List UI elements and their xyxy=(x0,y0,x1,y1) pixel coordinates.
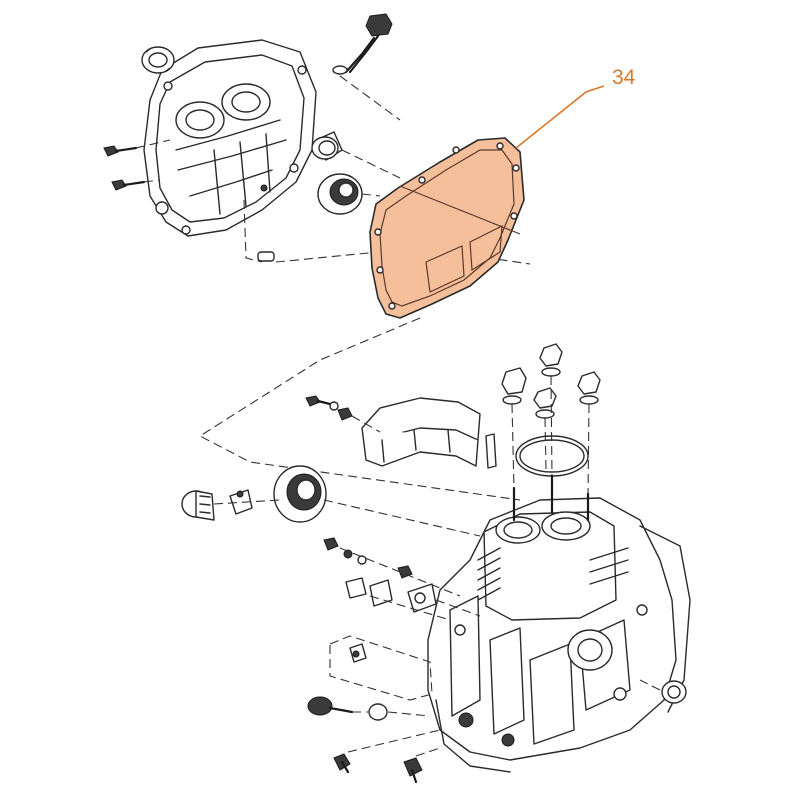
head-nuts xyxy=(501,343,601,497)
governor-arm xyxy=(213,489,481,537)
crankcase-gasket-highlighted xyxy=(369,137,525,319)
assembly-guide-line xyxy=(198,317,521,501)
oil-level-plug xyxy=(307,696,431,721)
bearing-shell xyxy=(361,397,497,469)
dowel-pin xyxy=(243,184,275,263)
oil-filler-plug xyxy=(332,13,393,75)
cover-bushing xyxy=(311,131,343,161)
oil-seal xyxy=(141,46,175,74)
main-ball-bearing xyxy=(273,465,327,523)
pto-oil-seal xyxy=(639,679,687,704)
side-small-parts xyxy=(323,537,481,621)
cover-bolts xyxy=(103,139,171,191)
callout-34: 34 xyxy=(515,66,636,149)
main-oil-seal xyxy=(181,490,215,521)
drain-bolts xyxy=(333,729,441,784)
head-gasket-ring xyxy=(515,435,589,477)
sensor-group xyxy=(329,635,433,701)
shell-screws xyxy=(305,395,381,433)
callout-number: 34 xyxy=(612,66,636,89)
cover-ball-bearing xyxy=(317,173,363,215)
crankcase-cover xyxy=(143,39,317,237)
engine-block xyxy=(427,474,691,773)
